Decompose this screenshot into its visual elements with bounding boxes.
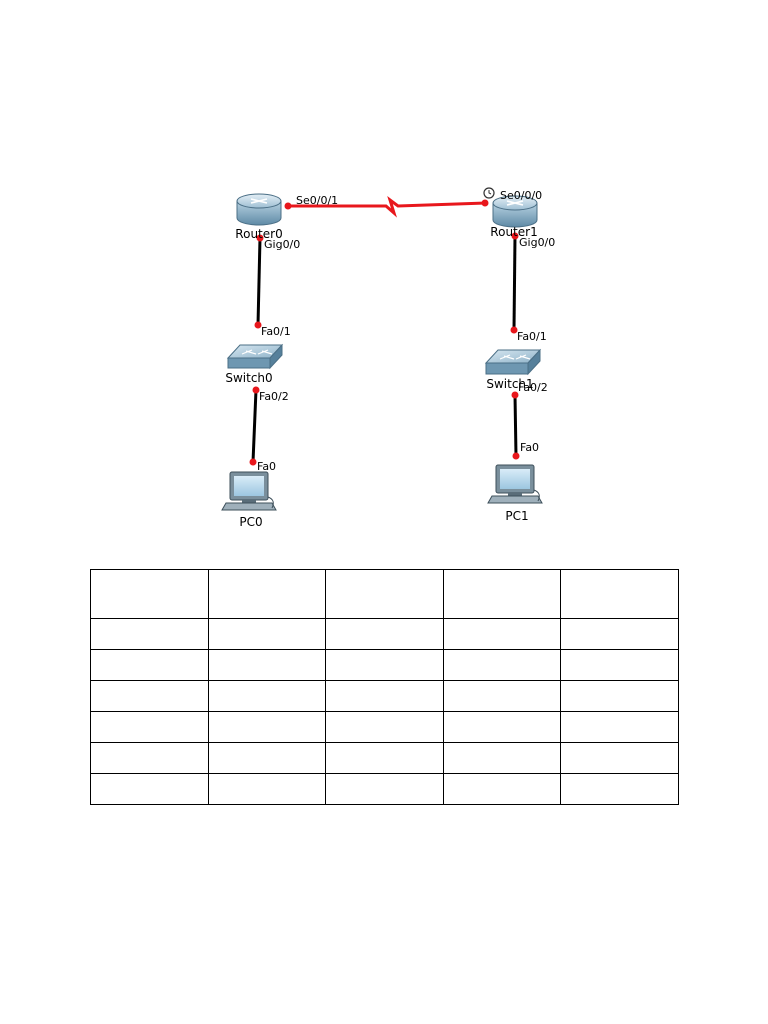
- port-label-router1-gig: Gig0/0: [519, 236, 555, 249]
- table-cell: [442, 569, 562, 619]
- switch0-icon[interactable]: [226, 343, 284, 370]
- port-label-switch1-up: Fa0/1: [517, 330, 547, 343]
- device-label-pc0: PC0: [239, 515, 262, 529]
- router1-icon[interactable]: [492, 195, 538, 228]
- table-cell: [325, 773, 444, 805]
- port-dot: [284, 202, 292, 210]
- ethernet-link-switch0-pc0: [251, 389, 258, 463]
- table-row: [90, 680, 679, 712]
- port-dot: [252, 386, 260, 394]
- table-cell: [560, 773, 679, 805]
- table-cell: [90, 649, 209, 681]
- port-label-switch0-up: Fa0/1: [261, 325, 291, 338]
- table-cell: [325, 569, 444, 619]
- port-dot: [481, 199, 489, 207]
- device-label-switch0: Switch0: [225, 371, 272, 385]
- port-label-switch1-down: Fa0/2: [518, 381, 548, 394]
- port-dot: [249, 458, 257, 466]
- pc1-icon[interactable]: [487, 464, 543, 504]
- ethernet-link-router0-switch0: [256, 237, 262, 326]
- table-cell: [325, 680, 444, 712]
- table-cell: [325, 742, 444, 774]
- device-label-router1: Router1: [490, 225, 537, 239]
- table-cell: [90, 569, 209, 619]
- port-dot: [512, 452, 520, 460]
- table-cell: [90, 680, 209, 712]
- table-row: [90, 773, 679, 805]
- table-row: [90, 711, 679, 743]
- port-label-router1-serial: Se0/0/0: [500, 189, 542, 202]
- table-cell: [325, 618, 444, 650]
- table-cell: [90, 618, 209, 650]
- addressing-table: [90, 569, 679, 805]
- device-label-router0: Router0: [235, 227, 282, 241]
- table-row: [90, 742, 679, 774]
- table-row: [90, 649, 679, 681]
- port-label-pc0: Fa0: [257, 460, 276, 473]
- table-cell: [442, 773, 562, 805]
- table-cell: [442, 680, 562, 712]
- table-cell: [560, 680, 679, 712]
- port-dot: [511, 232, 519, 240]
- table-cell: [325, 711, 444, 743]
- port-label-router0-serial: Se0/0/1: [296, 194, 338, 207]
- table-row: [90, 569, 679, 619]
- device-label-pc1: PC1: [505, 509, 528, 523]
- ethernet-link-router1-switch1: [512, 235, 517, 331]
- table-cell: [207, 711, 327, 743]
- port-dot: [254, 321, 262, 329]
- table-cell: [207, 649, 327, 681]
- port-dot: [510, 326, 518, 334]
- port-label-pc1: Fa0: [520, 441, 539, 454]
- table-cell: [325, 649, 444, 681]
- table-cell: [442, 711, 562, 743]
- port-dot: [256, 234, 264, 242]
- switch1-icon[interactable]: [484, 348, 542, 376]
- table-cell: [442, 618, 562, 650]
- table-cell: [207, 773, 327, 805]
- table-cell: [207, 569, 327, 619]
- table-cell: [90, 711, 209, 743]
- table-cell: [207, 742, 327, 774]
- table-cell: [560, 711, 679, 743]
- table-cell: [90, 742, 209, 774]
- device-label-switch1: Switch1: [486, 377, 533, 391]
- table-cell: [442, 742, 562, 774]
- serial-link: [288, 196, 487, 218]
- table-cell: [560, 742, 679, 774]
- table-cell: [560, 569, 679, 619]
- table-cell: [560, 618, 679, 650]
- port-dot: [511, 391, 519, 399]
- table-cell: [442, 649, 562, 681]
- port-label-router0-gig: Gig0/0: [264, 238, 300, 251]
- table-cell: [560, 649, 679, 681]
- clock-icon: [483, 187, 495, 199]
- table-cell: [90, 773, 209, 805]
- port-label-switch0-down: Fa0/2: [259, 390, 289, 403]
- pc0-icon[interactable]: [221, 471, 277, 511]
- table-row: [90, 618, 679, 650]
- ethernet-link-switch1-pc1: [513, 394, 518, 457]
- table-cell: [207, 618, 327, 650]
- network-topology-diagram: Se0/0/1 Se0/0/0 Gig0/0 Gig0/0 Fa0/1 Fa0/…: [221, 187, 555, 529]
- table-cell: [207, 680, 327, 712]
- router0-icon[interactable]: [236, 193, 282, 226]
